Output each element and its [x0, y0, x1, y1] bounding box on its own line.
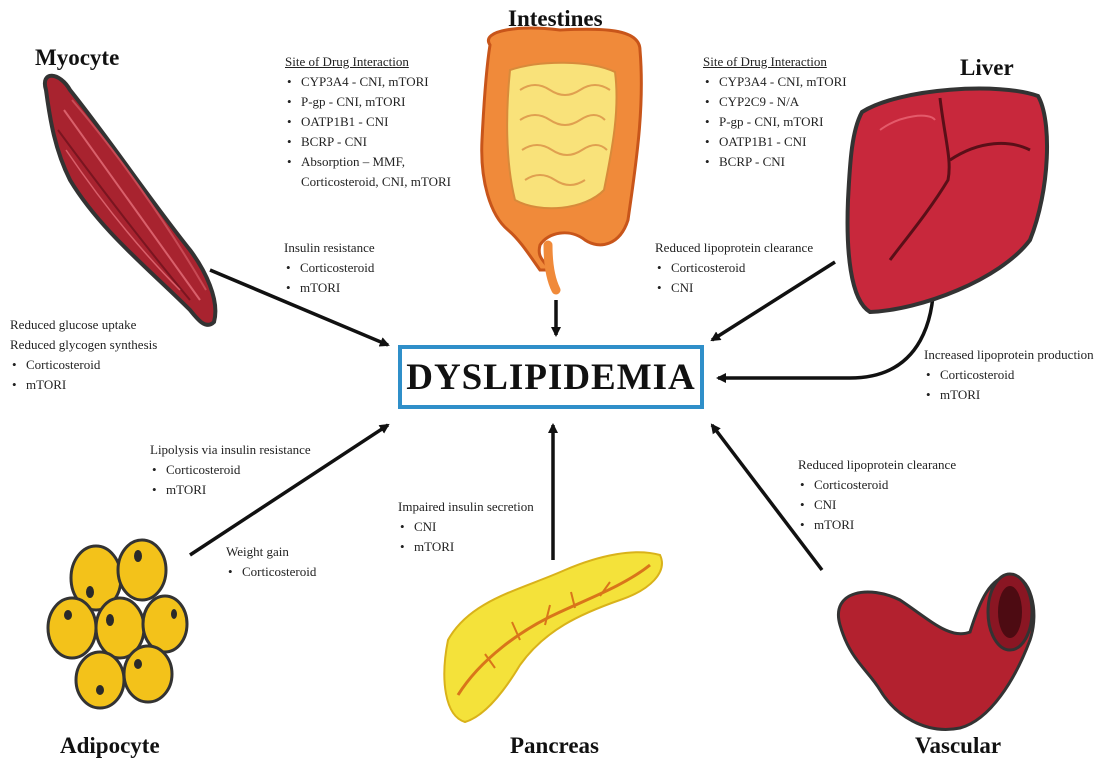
liver-production-item: mTORI [924, 385, 1094, 405]
liver-production-item: Corticosteroid [924, 365, 1094, 385]
pancreas-illustration [444, 552, 662, 722]
myocyte-effect-item: Corticosteroid [10, 355, 157, 375]
vascular-clearance-item: Corticosteroid [798, 475, 956, 495]
pancreas-title: Pancreas [510, 733, 599, 759]
liver-interaction-item: CYP2C9 - N/A [703, 92, 847, 112]
intestine-interaction-item: CYP3A4 - CNI, mTORI [285, 72, 451, 92]
insulin-resistance-block: Insulin resistance Corticosteroid mTORI [284, 238, 375, 298]
weight-gain-block: Weight gain Corticosteroid [226, 542, 316, 582]
vascular-clearance-item: CNI [798, 495, 956, 515]
liver-interaction-item: BCRP - CNI [703, 152, 847, 172]
liver-title: Liver [960, 55, 1014, 81]
liver-clearance-item: CNI [655, 278, 813, 298]
intestine-interaction-block: Site of Drug Interaction CYP3A4 - CNI, m… [285, 52, 451, 192]
intestine-interaction-item: P-gp - CNI, mTORI [285, 92, 451, 112]
liver-interaction-item: OATP1B1 - CNI [703, 132, 847, 152]
dyslipidemia-label: DYSLIPIDEMIA [406, 356, 696, 399]
lipolysis-item: Corticosteroid [150, 460, 311, 480]
liver-interaction-item: CYP3A4 - CNI, mTORI [703, 72, 847, 92]
vascular-illustration [838, 574, 1033, 729]
liver-interaction-heading: Site of Drug Interaction [703, 52, 847, 72]
vascular-clearance-block: Reduced lipoprotein clearance Corticoste… [798, 455, 956, 535]
intestine-interaction-item: Absorption – MMF, [285, 152, 451, 172]
pancreas-effect-item: CNI [398, 517, 534, 537]
myocyte-effect-item: mTORI [10, 375, 157, 395]
lipolysis-item: mTORI [150, 480, 311, 500]
liver-clearance-heading: Reduced lipoprotein clearance [655, 238, 813, 258]
pancreas-effect-item: mTORI [398, 537, 534, 557]
liver-clearance-block: Reduced lipoprotein clearance Corticoste… [655, 238, 813, 298]
intestine-interaction-heading: Site of Drug Interaction [285, 52, 451, 72]
intestines-illustration [482, 28, 642, 290]
vascular-title: Vascular [915, 733, 1001, 759]
intestine-interaction-item: OATP1B1 - CNI [285, 112, 451, 132]
vascular-clearance-item: mTORI [798, 515, 956, 535]
lipolysis-heading: Lipolysis via insulin resistance [150, 440, 311, 460]
adipocyte-illustration [48, 540, 187, 708]
liver-production-heading: Increased lipoprotein production [924, 345, 1094, 365]
vascular-clearance-heading: Reduced lipoprotein clearance [798, 455, 956, 475]
insulin-resistance-item: Corticosteroid [284, 258, 375, 278]
intestine-interaction-continuation: Corticosteroid, CNI, mTORI [285, 172, 451, 192]
dyslipidemia-box: DYSLIPIDEMIA [398, 345, 704, 409]
pancreas-effect-heading: Impaired insulin secretion [398, 497, 534, 517]
liver-illustration [848, 89, 1047, 312]
insulin-resistance-heading: Insulin resistance [284, 238, 375, 258]
adipocyte-title: Adipocyte [60, 733, 160, 759]
lipolysis-block: Lipolysis via insulin resistance Cortico… [150, 440, 311, 500]
liver-clearance-item: Corticosteroid [655, 258, 813, 278]
myocyte-effect-heading-1: Reduced glucose uptake [10, 315, 157, 335]
liver-interaction-block: Site of Drug Interaction CYP3A4 - CNI, m… [703, 52, 847, 172]
liver-interaction-item: P-gp - CNI, mTORI [703, 112, 847, 132]
weight-gain-item: Corticosteroid [226, 562, 316, 582]
myocyte-title: Myocyte [35, 45, 119, 71]
myocyte-illustration [45, 76, 215, 325]
pancreas-effect-block: Impaired insulin secretion CNI mTORI [398, 497, 534, 557]
weight-gain-heading: Weight gain [226, 542, 316, 562]
myocyte-effect-heading-2: Reduced glycogen synthesis [10, 335, 157, 355]
insulin-resistance-item: mTORI [284, 278, 375, 298]
myocyte-effect-block: Reduced glucose uptake Reduced glycogen … [10, 315, 157, 395]
intestines-title: Intestines [508, 6, 603, 32]
liver-production-block: Increased lipoprotein production Cortico… [924, 345, 1094, 405]
intestine-interaction-item: BCRP - CNI [285, 132, 451, 152]
